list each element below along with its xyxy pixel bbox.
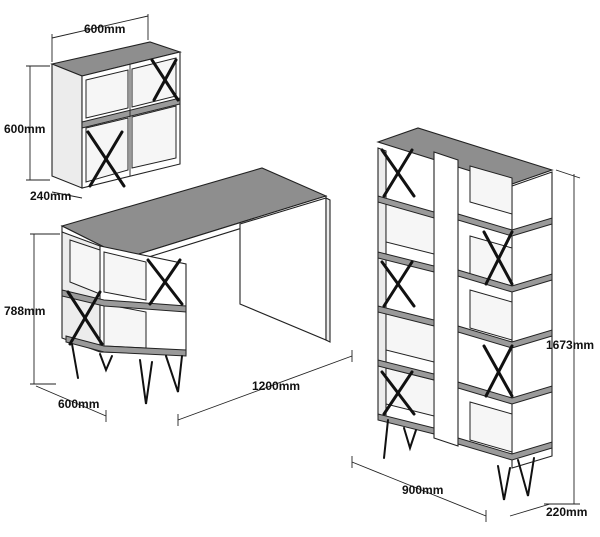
wall-shelf-side xyxy=(51,63,83,189)
label-wall-shelf-height: 600mm xyxy=(4,122,45,136)
label-desk-width: 1200mm xyxy=(252,379,300,393)
desk-dimensions xyxy=(30,233,353,426)
bookcase-dimensions xyxy=(351,169,581,522)
label-desk-depth: 600mm xyxy=(58,397,99,411)
wall-shelf xyxy=(50,41,182,189)
label-desk-height: 788mm xyxy=(4,304,45,318)
label-wall-shelf-width: 600mm xyxy=(84,22,125,36)
bookcase xyxy=(376,127,554,501)
label-bookcase-depth: 220mm xyxy=(546,505,587,519)
bookcase-top xyxy=(376,127,554,185)
label-bookcase-height: 1673mm xyxy=(546,338,594,352)
label-wall-shelf-depth: 240mm xyxy=(30,189,71,203)
wall-shelf-dimensions xyxy=(26,14,149,199)
bookcase-hairpin-leg xyxy=(383,419,389,459)
desk-hairpin-leg xyxy=(71,343,79,379)
bookcase-divider xyxy=(433,151,459,447)
label-bookcase-width: 900mm xyxy=(402,483,443,497)
desk xyxy=(60,167,331,405)
